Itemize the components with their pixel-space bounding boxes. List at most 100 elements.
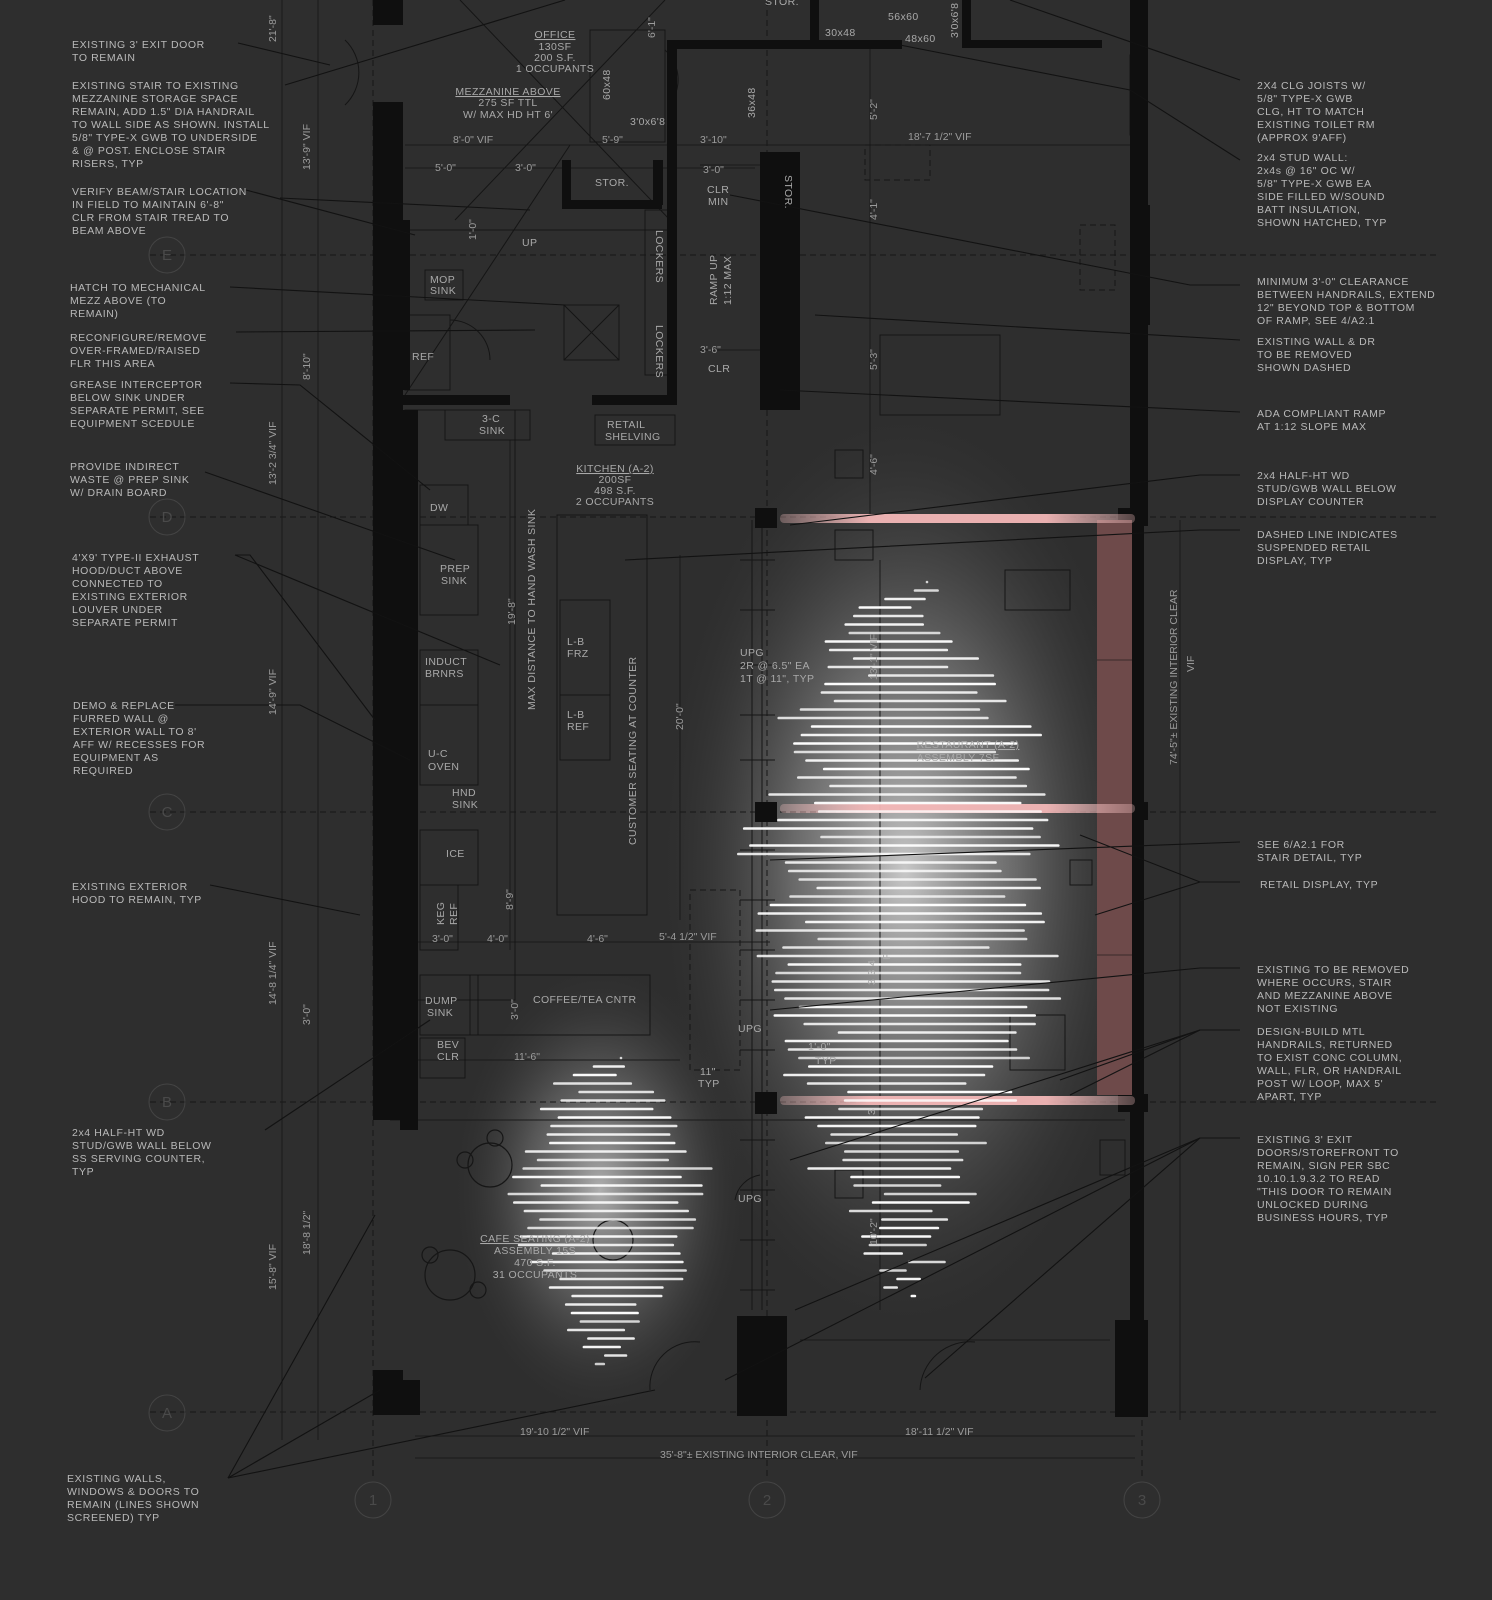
label-vert-f: F xyxy=(881,953,893,960)
svg-text:10.10.1.9.3.2 TO READ: 10.10.1.9.3.2 TO READ xyxy=(1257,1173,1380,1185)
svg-text:DISPLAY, TYP: DISPLAY, TYP xyxy=(1257,555,1333,567)
svg-text:RETAIL DISPLAY, TYP: RETAIL DISPLAY, TYP xyxy=(1260,879,1378,891)
room-tags: OFFICE 130SF 200 S.F. 1 OCCUPANTS MEZZAN… xyxy=(455,29,1019,1281)
dim-21-8: 21'-8" xyxy=(267,15,279,42)
dim-14-9: 14'-9" VIF xyxy=(267,669,279,715)
grid-tag-b: B xyxy=(162,1094,172,1111)
svg-text:EXISTING EXTERIOR: EXISTING EXTERIOR xyxy=(72,881,188,893)
dim-5-3: 5'-3" xyxy=(868,349,880,370)
label-lockers-1: LOCKERS xyxy=(653,230,665,283)
label-ramp-2: 1:12 MAX xyxy=(722,256,734,305)
label-lb-ref-1: L-B xyxy=(567,709,585,721)
label-up: UP xyxy=(522,237,537,249)
label-customer-seating: CUSTOMER SEATING AT COUNTER xyxy=(627,656,639,845)
svg-text:4'X9' TYPE-II EXHAUST: 4'X9' TYPE-II EXHAUST xyxy=(72,552,199,564)
dim-8-9: 8'-9" xyxy=(504,889,516,910)
svg-text:BATT INSULATION,: BATT INSULATION, xyxy=(1257,204,1361,216)
label-lb-frz-2: FRZ xyxy=(567,648,589,660)
label-uc-oven-2: OVEN xyxy=(428,761,459,773)
dim-3-0-b: 3'-0" xyxy=(703,164,724,176)
label-lb-ref-2: REF xyxy=(567,721,589,733)
label-induct-1: INDUCT xyxy=(425,656,467,668)
svg-text:VERIFY BEAM/STAIR LOCATION: VERIFY BEAM/STAIR LOCATION xyxy=(72,186,247,198)
label-bev-clr-2: CLR xyxy=(437,1051,459,1063)
label-ice: ICE xyxy=(446,848,465,860)
svg-text:FLR THIS AREA: FLR THIS AREA xyxy=(70,358,155,370)
walls xyxy=(373,0,1150,1417)
dim-11-6: 11'-6" xyxy=(514,1051,540,1063)
room-restaurant-2: ASSEMBLY 7SF xyxy=(917,752,1000,764)
svg-text:RISERS, TYP: RISERS, TYP xyxy=(72,158,144,170)
label-prep-sink-2: SINK xyxy=(441,575,467,587)
grid-tag-d: D xyxy=(162,509,173,526)
svg-text:IN FIELD TO MAINTAIN 6'-8": IN FIELD TO MAINTAIN 6'-8" xyxy=(72,199,224,211)
svg-text:EQUIPMENT SCEDULE: EQUIPMENT SCEDULE xyxy=(70,418,195,430)
room-cafe-2: ASSEMBLY 15S xyxy=(494,1245,576,1257)
room-kitchen-4: 2 OCCUPANTS xyxy=(576,496,654,508)
svg-text:TO WALL SIDE AS SHOWN. INSTALL: TO WALL SIDE AS SHOWN. INSTALL xyxy=(72,119,270,131)
note-exhaust-hood: 4'X9' TYPE-II EXHAUST HOOD/DUCT ABOVE CO… xyxy=(72,552,199,629)
svg-text:WHERE OCCURS, STAIR: WHERE OCCURS, STAIR xyxy=(1257,977,1392,989)
dim-13-2: 13'-2 3/4" VIF xyxy=(267,421,279,485)
display-counters xyxy=(780,514,1135,1105)
label-mop-sink-1: MOP xyxy=(430,274,455,286)
svg-text:DESIGN-BUILD MTL: DESIGN-BUILD MTL xyxy=(1257,1026,1365,1038)
left-notes: EXISTING 3' EXIT DOOR TO REMAIN EXISTING… xyxy=(67,39,270,1524)
grid-bubble-3 xyxy=(1123,1481,1161,1519)
label-dw: DW xyxy=(430,502,448,514)
svg-text:AND MEZZANINE ABOVE: AND MEZZANINE ABOVE xyxy=(1257,990,1393,1002)
note-retail-display: RETAIL DISPLAY, TYP xyxy=(1260,879,1378,891)
room-kitchen-3: 498 S.F. xyxy=(594,485,636,497)
label-clr-min-1: CLR xyxy=(707,184,729,196)
dim-19-10: 19'-10 1/2" VIF xyxy=(520,1426,589,1438)
svg-text:REMAIN): REMAIN) xyxy=(70,308,119,320)
label-upg-2: 2R @ 6.5" EA xyxy=(740,660,810,672)
dim-35-8: 35'-8"± EXISTING INTERIOR CLEAR, VIF xyxy=(660,1449,858,1461)
label-retail-shelving-2: SHELVING xyxy=(605,431,661,443)
label-3068a: 3'0x6'8 xyxy=(630,116,665,128)
cafe-light-glow xyxy=(450,960,750,1420)
grid-bubble-e xyxy=(148,236,186,274)
svg-text:2x4 HALF-HT WD: 2x4 HALF-HT WD xyxy=(1257,470,1350,482)
dim-3-0-d: 3'-0" xyxy=(509,999,521,1020)
equipment-labels: STOR. STOR. MOP SINK REF 3-C SINK RETAIL… xyxy=(412,0,961,1205)
dim-14-8: 14'-8 1/4" VIF xyxy=(267,941,279,1005)
dim-4-6: 4'-6" xyxy=(868,454,880,475)
note-wall-removed: EXISTING WALL & DR TO BE REMOVED SHOWN D… xyxy=(1257,336,1375,374)
dim-13-9: 13'-9" VIF xyxy=(301,124,313,170)
dim-8-0: 8'-0" VIF xyxy=(453,134,493,146)
label-dump-sink-2: SINK xyxy=(427,1007,453,1019)
dim-3-0-c: 3'-0" xyxy=(432,933,453,945)
note-display-counter-wall: 2x4 HALF-HT WD STUD/GWB WALL BELOW DISPL… xyxy=(1257,470,1396,508)
svg-text:STUD/GWB WALL BELOW: STUD/GWB WALL BELOW xyxy=(72,1140,212,1152)
label-uc-oven-1: U-C xyxy=(428,748,448,760)
restaurant-light-strokes xyxy=(736,580,1062,1298)
svg-text:SEPARATE PERMIT: SEPARATE PERMIT xyxy=(72,617,178,629)
svg-text:BUSINESS HOURS, TYP: BUSINESS HOURS, TYP xyxy=(1257,1212,1388,1224)
svg-text:DOORS/STOREFRONT TO: DOORS/STOREFRONT TO xyxy=(1257,1147,1399,1159)
room-kitchen-1: KITCHEN (A-2) xyxy=(576,463,654,475)
grid-bubble-2 xyxy=(748,1481,786,1519)
label-stor: STOR. xyxy=(595,177,629,189)
note-indirect-waste: PROVIDE INDIRECT WASTE @ PREP SINK W/ DR… xyxy=(70,461,189,499)
label-stor-top: STOR. xyxy=(765,0,799,8)
label-hnd-sink-2: SINK xyxy=(452,799,478,811)
grid-tag-c: C xyxy=(162,804,173,821)
grid-bubble-b xyxy=(148,1083,186,1121)
fixture-linework xyxy=(344,0,1141,1391)
dim-5-4: 5'-4 1/2" VIF xyxy=(659,931,717,943)
label-1ft: 1'-0" xyxy=(808,1041,831,1053)
dim-19-8: 19'-8" xyxy=(506,598,518,625)
dim-3-6: 3'-6" xyxy=(700,344,721,356)
svg-text:NOT EXISTING: NOT EXISTING xyxy=(1257,1003,1338,1015)
svg-text:SHOWN HATCHED, TYP: SHOWN HATCHED, TYP xyxy=(1257,217,1387,229)
dim-20-0: 20'-0" xyxy=(674,703,686,730)
svg-text:SEPARATE PERMIT, SEE: SEPARATE PERMIT, SEE xyxy=(70,405,205,417)
svg-text:APART, TYP: APART, TYP xyxy=(1257,1091,1322,1103)
svg-text:2X4 CLG JOISTS W/: 2X4 CLG JOISTS W/ xyxy=(1257,80,1366,92)
label-typ: TYP xyxy=(815,1055,837,1067)
room-mezz-2: 275 SF TTL xyxy=(478,97,537,109)
svg-text:TO EXIST CONC COLUMN,: TO EXIST CONC COLUMN, xyxy=(1257,1052,1402,1064)
svg-text:STAIR DETAIL, TYP: STAIR DETAIL, TYP xyxy=(1257,852,1362,864)
